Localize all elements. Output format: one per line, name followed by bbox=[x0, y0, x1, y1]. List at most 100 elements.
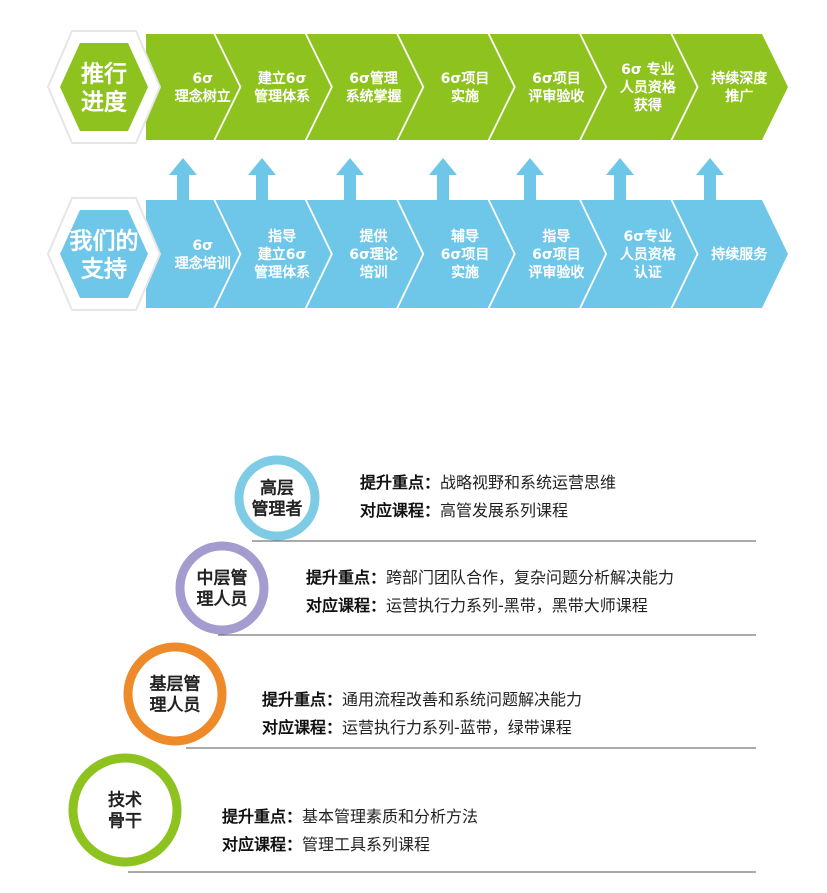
up-arrow-7 bbox=[696, 158, 724, 205]
level-focus-3: 提升重点：通用流程改善和系统问题解决能力 bbox=[262, 690, 582, 709]
support-hexagon-inner bbox=[60, 210, 148, 298]
progress-title: 推行进度 bbox=[81, 60, 128, 115]
level-name-4-line: 技术 bbox=[108, 790, 142, 811]
level-course-label-3: 对应课程： bbox=[262, 718, 342, 737]
level-course-label-1: 对应课程： bbox=[360, 501, 440, 520]
support-step-label-1-line: 理念培训 bbox=[175, 255, 231, 272]
support-chevron-6 bbox=[581, 200, 697, 308]
level-focus-value-1: 战略视野和系统运营思维 bbox=[440, 473, 616, 492]
support-chevron-3 bbox=[306, 200, 423, 308]
progress-step-label-3-line: 系统掌握 bbox=[346, 88, 402, 105]
support-step-label-5: 指导 6σ项目评审验收 bbox=[528, 228, 585, 281]
progress-step-label-4-line: 6σ项目 bbox=[441, 71, 490, 87]
progress-step-label-5-line: 6σ项目 bbox=[532, 71, 581, 87]
support-step-label-2-line: 管理体系 bbox=[254, 264, 310, 281]
progress-chevron-3 bbox=[306, 34, 423, 140]
level-focus-label-1: 提升重点： bbox=[360, 473, 440, 492]
support-title-line: 支持 bbox=[80, 256, 127, 282]
level-focus-2: 提升重点：跨部门团队合作，复杂问题分析解决能力 bbox=[306, 568, 674, 587]
support-step-label-2-line: 指导 bbox=[268, 228, 296, 245]
progress-chevron-4 bbox=[398, 34, 514, 140]
level-name-4-line: 骨干 bbox=[108, 812, 142, 832]
progress-step-label-3: 6σ管理系统掌握 bbox=[346, 70, 402, 105]
support-step-label-4-line: 6σ项目 bbox=[441, 247, 490, 263]
progress-step-label-2-line: 建立6σ bbox=[258, 70, 307, 87]
support-step-label-5-line: 指导 bbox=[542, 228, 570, 245]
up-arrow-6 bbox=[606, 158, 634, 205]
progress-chevron-1 bbox=[146, 34, 240, 140]
up-arrow-4 bbox=[429, 158, 457, 205]
progress-step-label-6: 6σ 专业人员资格获得 bbox=[620, 61, 677, 114]
level-course-value-1: 高管发展系列课程 bbox=[440, 501, 568, 520]
progress-step-label-7-line: 推广 bbox=[725, 88, 753, 105]
progress-step-label-6-line: 获得 bbox=[634, 97, 662, 114]
progress-step-label-1-line: 6σ bbox=[192, 71, 213, 87]
level-focus-label-4: 提升重点： bbox=[222, 807, 302, 826]
level-ring-2 bbox=[175, 541, 269, 635]
progress-chevron-2 bbox=[215, 34, 331, 140]
level-name-4: 技术骨干 bbox=[108, 790, 142, 832]
level-name-2-line: 理人员 bbox=[197, 590, 248, 610]
support-step-label-6-line: 6σ专业 bbox=[624, 228, 673, 245]
progress-step-label-4-line: 实施 bbox=[451, 88, 479, 105]
progress-step-label-4: 6σ项目实施 bbox=[441, 71, 490, 105]
level-name-1-line: 高层 bbox=[260, 478, 294, 499]
level-ring-1 bbox=[234, 455, 320, 541]
level-name-2: 中层管理人员 bbox=[197, 568, 248, 610]
progress-chevron-6 bbox=[581, 34, 697, 140]
level-course-3: 对应课程：运营执行力系列-蓝带，绿带课程 bbox=[262, 718, 572, 737]
support-step-label-2-line: 建立6σ bbox=[258, 246, 307, 263]
support-step-label-1-line: 6σ bbox=[192, 238, 213, 254]
support-step-label-3-line: 提供 bbox=[360, 228, 388, 245]
progress-step-label-5: 6σ项目评审验收 bbox=[528, 71, 585, 105]
level-course-4: 对应课程：管理工具系列课程 bbox=[222, 835, 430, 854]
level-ring-3 bbox=[123, 642, 227, 746]
level-focus-value-2: 跨部门团队合作，复杂问题分析解决能力 bbox=[386, 568, 674, 587]
level-course-label-4: 对应课程： bbox=[222, 835, 302, 854]
level-focus-value-3: 通用流程改善和系统问题解决能力 bbox=[342, 690, 582, 709]
up-arrow-3 bbox=[336, 158, 364, 205]
support-step-label-7: 持续服务 bbox=[711, 246, 768, 263]
level-course-label-2: 对应课程： bbox=[306, 596, 386, 615]
up-arrow-5 bbox=[516, 158, 544, 205]
support-chevron-4 bbox=[398, 200, 514, 308]
up-arrow-2 bbox=[248, 158, 276, 205]
support-step-label-6-line: 人员资格 bbox=[620, 246, 677, 263]
progress-step-label-3-line: 6σ管理 bbox=[349, 70, 398, 87]
progress-step-label-6-line: 人员资格 bbox=[620, 79, 677, 96]
level-focus-label-2: 提升重点： bbox=[306, 568, 386, 587]
level-course-value-3: 运营执行力系列-蓝带，绿带课程 bbox=[342, 718, 572, 737]
level-focus-value-4: 基本管理素质和分析方法 bbox=[302, 807, 478, 826]
support-step-label-4-line: 辅导 bbox=[451, 228, 479, 245]
support-chevron-2 bbox=[215, 200, 331, 308]
support-step-label-5-line: 6σ项目 bbox=[532, 247, 581, 263]
support-chevron-5 bbox=[489, 200, 606, 308]
support-step-label-3-line: 培训 bbox=[360, 264, 388, 281]
level-course-2: 对应课程：运营执行力系列-黑带，黑带大师课程 bbox=[306, 596, 648, 615]
progress-step-label-5-line: 评审验收 bbox=[528, 88, 585, 105]
level-focus-4: 提升重点：基本管理素质和分析方法 bbox=[222, 807, 478, 826]
support-chevron-1 bbox=[146, 200, 240, 308]
level-course-value-4: 管理工具系列课程 bbox=[302, 835, 430, 854]
progress-step-label-1-line: 理念树立 bbox=[175, 88, 231, 105]
management-levels: 高层管理者提升重点：战略视野和系统运营思维对应课程：高管发展系列课程中层管理人员… bbox=[68, 455, 756, 873]
support-arrows bbox=[169, 158, 724, 205]
level-name-1: 高层管理者 bbox=[252, 478, 303, 520]
progress-chevron-7 bbox=[672, 34, 788, 140]
progress-step-label-7-line: 持续深度 bbox=[711, 70, 768, 87]
level-course-1: 对应课程：高管发展系列课程 bbox=[360, 501, 568, 520]
support-step-label-7-line: 持续服务 bbox=[711, 246, 768, 263]
support-title-line: 我们的 bbox=[70, 227, 139, 254]
support-step-label-3-line: 6σ理论 bbox=[349, 246, 399, 263]
level-focus-label-3: 提升重点： bbox=[262, 690, 342, 709]
support-step-label-5-line: 评审验收 bbox=[528, 264, 585, 281]
level-name-3-line: 基层管 bbox=[149, 674, 201, 695]
level-name-3-line: 理人员 bbox=[150, 696, 201, 716]
level-name-2-line: 中层管 bbox=[197, 568, 248, 589]
